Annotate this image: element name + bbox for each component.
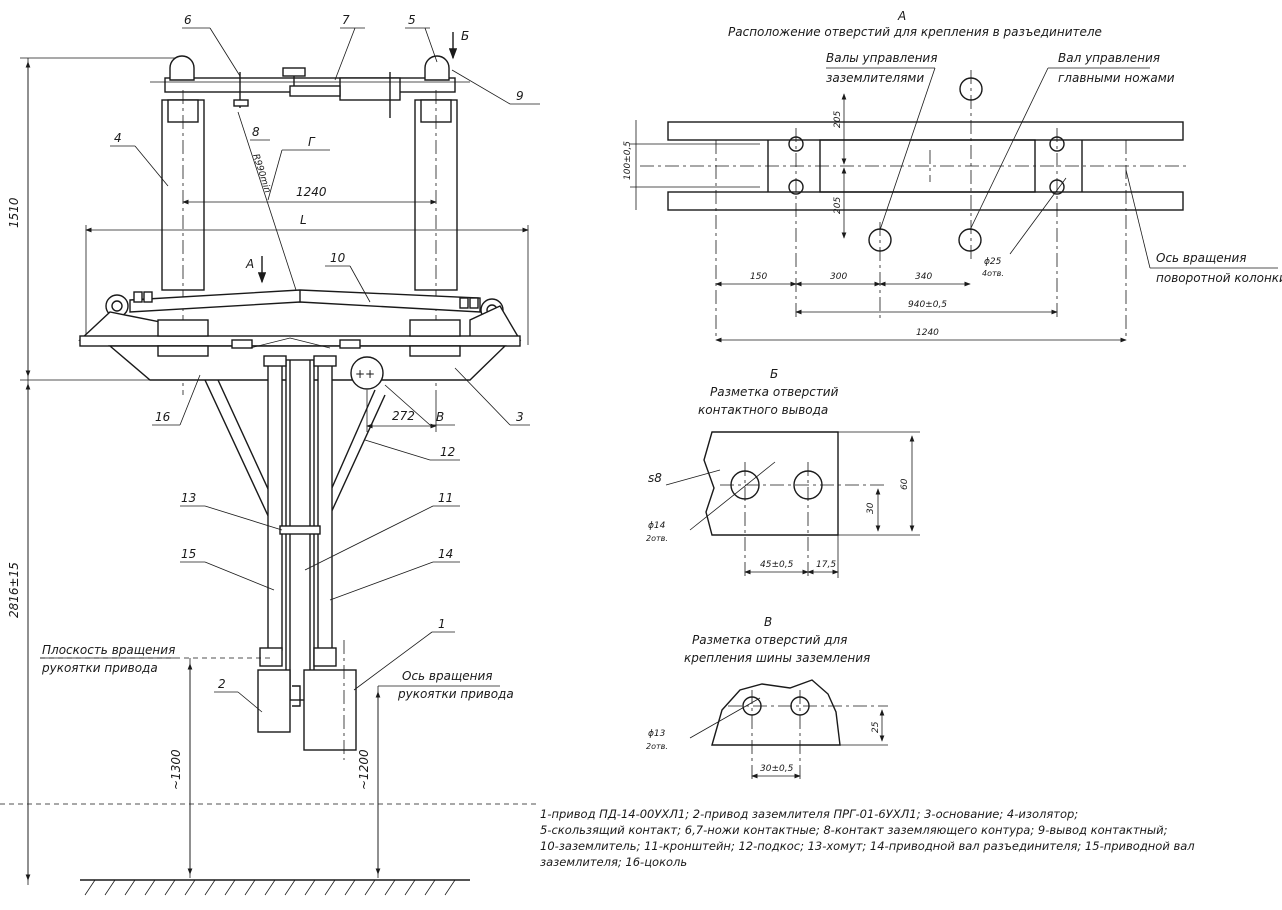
label-plane-rotation-1: Плоскость вращения bbox=[42, 643, 175, 657]
view-a: А Расположение отверстий для крепления в… bbox=[623, 9, 1282, 343]
svg-text:++: ++ bbox=[355, 367, 375, 381]
part-label-8: 8 bbox=[252, 125, 260, 139]
label-plane-rotation-2: рукоятки привода bbox=[41, 661, 158, 675]
view-b-dim-60: 60 bbox=[900, 478, 910, 490]
view-b-title-2: контактного вывода bbox=[698, 403, 828, 417]
view-a-shafts-earth-2: заземлителями bbox=[826, 71, 924, 85]
legend-line-3: 10-заземлитель; 11-кронштейн; 12-подкос;… bbox=[540, 839, 1195, 853]
part-label-14: 14 bbox=[438, 547, 453, 561]
view-a-shaft-main-2: главными ножами bbox=[1058, 71, 1175, 85]
dimension-272: 272 bbox=[392, 409, 415, 423]
label-v-main: В bbox=[436, 410, 444, 424]
view-v-dim-30: 30±0,5 bbox=[760, 764, 794, 774]
dimension-1240: 1240 bbox=[296, 185, 327, 199]
dimension-1510: 1510 bbox=[7, 197, 21, 228]
label-axis-rotation-1: Ось вращения bbox=[402, 669, 493, 683]
view-v: В Разметка отверстий для крепления шины … bbox=[646, 615, 888, 780]
dimension-1300: ~1300 bbox=[169, 749, 183, 790]
view-b-dim-17: 17,5 bbox=[816, 560, 836, 570]
view-arrow-b: Б bbox=[461, 29, 469, 43]
part-label-11: 11 bbox=[438, 491, 453, 505]
part-label-6: 6 bbox=[184, 13, 192, 27]
part-label-12: 12 bbox=[440, 445, 455, 459]
label-axis-rotation-2: рукоятки привода bbox=[397, 687, 514, 701]
contact-knife-7 bbox=[339, 77, 401, 101]
view-a-letter: А bbox=[897, 9, 906, 23]
part-label-16: 16 bbox=[155, 410, 171, 424]
label-g: Г bbox=[308, 135, 316, 149]
view-a-dim-100: 100±0,5 bbox=[623, 141, 633, 180]
view-a-dim-940: 940±0,5 bbox=[908, 300, 947, 310]
view-b-thickness: s8 bbox=[648, 471, 662, 485]
view-v-title-1: Разметка отверстий для bbox=[692, 633, 847, 647]
view-b-hole-dia: ϕ14 bbox=[648, 521, 666, 531]
view-v-hole-count: 2отв. bbox=[646, 742, 668, 751]
view-a-dim-340: 340 bbox=[915, 272, 932, 282]
earthing-switch-10 bbox=[129, 289, 481, 313]
legend-line-2: 5-скользящий контакт; 6,7-ножи контактны… bbox=[540, 823, 1168, 837]
part-label-9: 9 bbox=[516, 89, 524, 103]
view-a-axis-1: Ось вращения bbox=[1156, 251, 1247, 265]
dimension-L: L bbox=[300, 213, 307, 227]
dimension-r990: R990min bbox=[250, 153, 272, 195]
view-a-dim-150: 150 bbox=[750, 272, 767, 282]
dimension-1200: ~1200 bbox=[357, 749, 371, 790]
view-b-hole-count: 2отв. bbox=[646, 534, 668, 543]
earthing-contact-8 bbox=[350, 356, 384, 390]
view-a-dim-205-bottom: 205 bbox=[833, 197, 843, 214]
view-v-dim-25: 25 bbox=[871, 721, 881, 733]
part-label-13: 13 bbox=[181, 491, 196, 505]
base-3 bbox=[79, 335, 521, 347]
dimension-2816: 2816±15 bbox=[7, 562, 21, 618]
view-v-letter: В bbox=[764, 615, 772, 629]
view-a-dim-205-top: 205 bbox=[833, 111, 843, 128]
view-v-hole-dia: ϕ13 bbox=[648, 729, 666, 739]
part-label-3: 3 bbox=[516, 410, 524, 424]
part-label-1: 1 bbox=[438, 617, 446, 631]
drive-2 bbox=[257, 669, 291, 733]
view-a-axis-2: поворотной колонки bbox=[1156, 271, 1282, 285]
view-a-title: Расположение отверстий для крепления в р… bbox=[728, 25, 1102, 39]
view-v-earthing-bar bbox=[711, 679, 841, 746]
part-label-2: 2 bbox=[218, 677, 226, 691]
part-label-10: 10 bbox=[330, 251, 346, 265]
part-label-4: 4 bbox=[114, 131, 122, 145]
clamp-13 bbox=[279, 525, 321, 535]
view-b-dim-45: 45±0,5 bbox=[760, 560, 794, 570]
view-a-dim-1240: 1240 bbox=[916, 328, 939, 338]
view-a-shaft-main-1: Вал управления bbox=[1058, 51, 1160, 65]
drive-shaft-15 bbox=[267, 359, 283, 651]
view-b-dim-30: 30 bbox=[866, 502, 876, 514]
legend-line-4: заземлителя; 16-цоколь bbox=[540, 855, 688, 869]
view-b-letter: Б bbox=[770, 367, 778, 381]
view-a-hole-count: 4отв. bbox=[982, 269, 1004, 278]
strut-12-left bbox=[204, 379, 271, 521]
view-b: Б Разметка отверстий контактного вывода … bbox=[646, 367, 920, 578]
legend-line-1: 1-привод ПД-14-00УХЛ1; 2-привод заземлит… bbox=[540, 807, 1079, 821]
part-label-7: 7 bbox=[342, 13, 350, 27]
sliding-contact-5b bbox=[424, 55, 450, 81]
view-b-terminal-plate bbox=[703, 431, 839, 536]
part-label-15: 15 bbox=[181, 547, 196, 561]
view-arrow-a: А bbox=[245, 257, 254, 271]
parts-legend: 1-привод ПД-14-00УХЛ1; 2-привод заземлит… bbox=[540, 806, 1240, 870]
part-label-5: 5 bbox=[408, 13, 416, 27]
view-a-hole-dia: ϕ25 bbox=[984, 257, 1002, 267]
drive-1 bbox=[303, 669, 357, 751]
main-view: 1510 2816±15 1240 L R990min bbox=[0, 13, 540, 896]
sliding-contact-5a bbox=[169, 55, 195, 81]
view-v-title-2: крепления шины заземления bbox=[684, 651, 870, 665]
drive-shaft-14 bbox=[317, 359, 333, 651]
view-a-shafts-earth-1: Валы управления bbox=[826, 51, 937, 65]
view-b-title-1: Разметка отверстий bbox=[710, 385, 839, 399]
view-a-dim-300: 300 bbox=[830, 272, 847, 282]
